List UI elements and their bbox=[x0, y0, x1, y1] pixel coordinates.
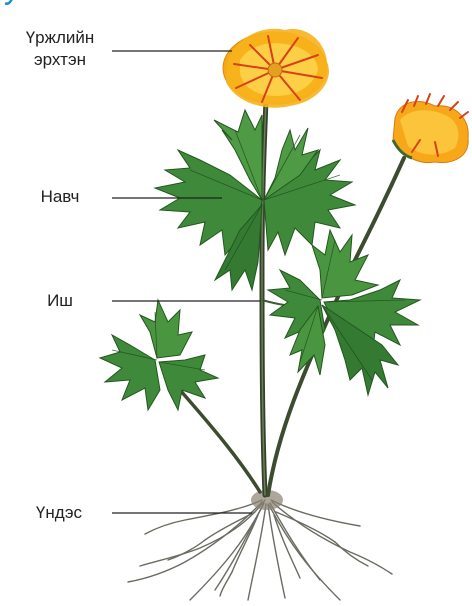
main-flower bbox=[223, 29, 329, 108]
lower-left-leaf bbox=[100, 300, 218, 410]
side-flower bbox=[393, 94, 468, 163]
label-root: Үндэс bbox=[14, 502, 104, 524]
right-leaf bbox=[268, 230, 420, 395]
label-stem: Иш bbox=[20, 290, 100, 312]
label-reproductive-organ: Үржлийн эрхтэн bbox=[10, 27, 110, 71]
label-leaf: Навч bbox=[20, 186, 100, 208]
leader-lines bbox=[112, 51, 260, 513]
root-system bbox=[128, 500, 392, 600]
label-reproductive-organ-line1: Үржлийн bbox=[10, 27, 110, 49]
label-reproductive-organ-line2: эрхтэн bbox=[10, 49, 110, 71]
